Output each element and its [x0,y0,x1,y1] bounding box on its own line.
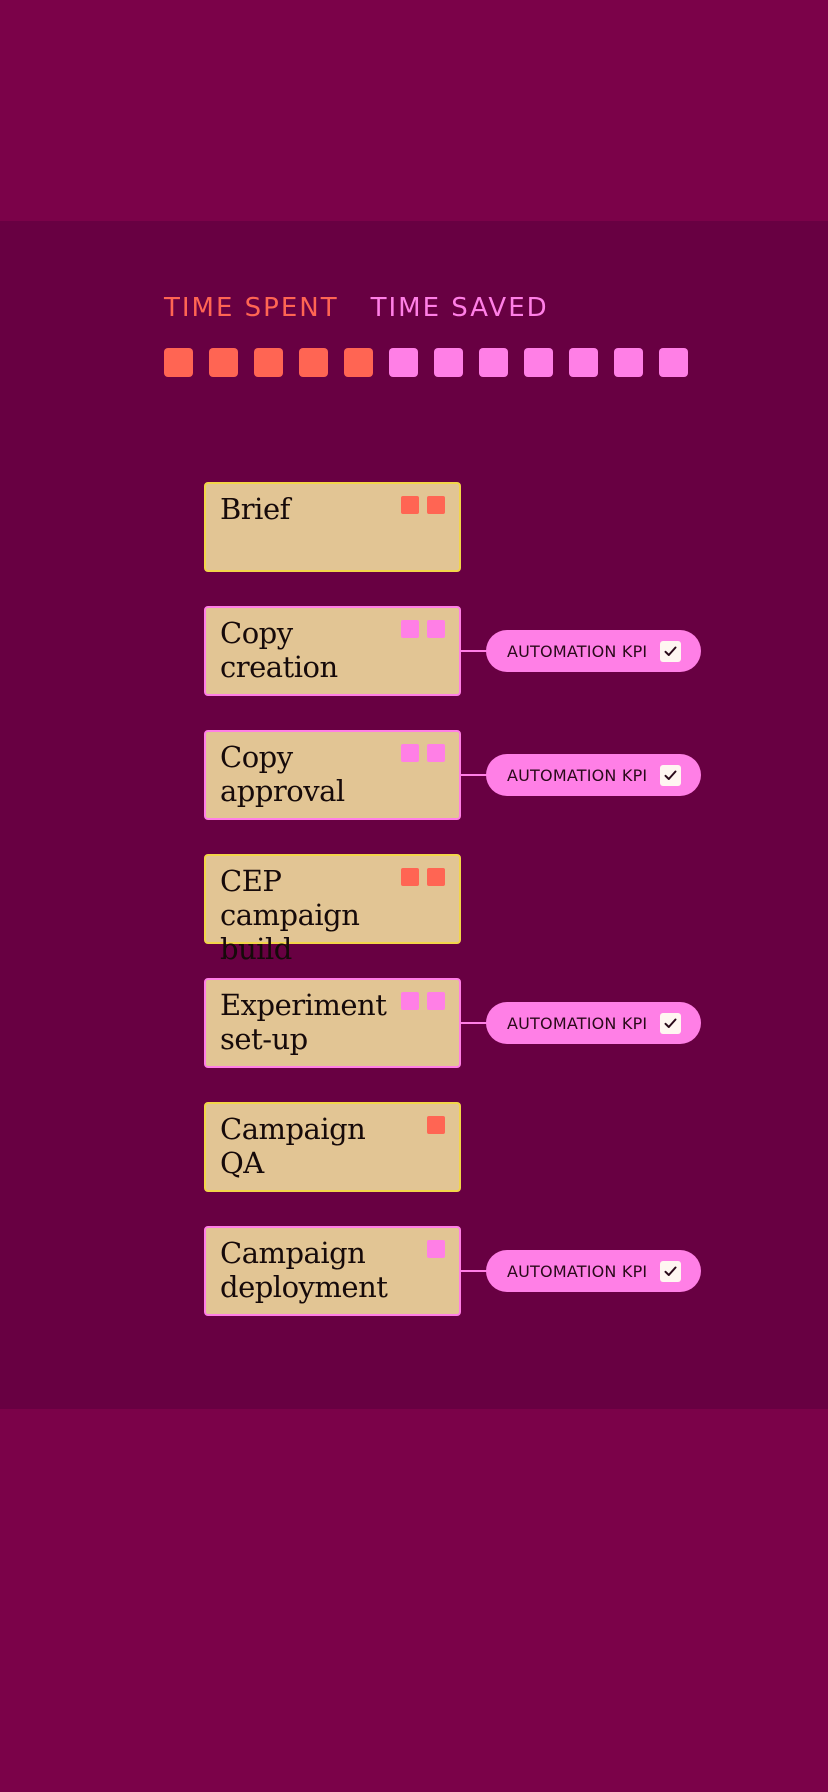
automation-kpi-label: AUTOMATION KPI [507,641,648,661]
checkmark-icon [660,1013,681,1034]
legend: TIME SPENT TIME SAVED [164,290,704,377]
time-spent-square [164,348,193,377]
time-saved-square [479,348,508,377]
time-spent-square [344,348,373,377]
time-saved-square [401,620,419,638]
checkmark-icon [660,1261,681,1282]
automation-kpi-badge: AUTOMATION KPI [486,1002,701,1044]
time-saved-square [434,348,463,377]
step-time-squares [427,1240,445,1258]
step-title-line: Experiment [220,988,387,1022]
kpi-connector-line [461,1022,491,1024]
automation-kpi-badge: AUTOMATION KPI [486,754,701,796]
step-title-line: Campaign [220,1112,366,1146]
time-saved-square [427,1240,445,1258]
automation-kpi-label: AUTOMATION KPI [507,1261,648,1281]
time-spent-square [427,868,445,886]
time-spent-square [401,496,419,514]
step-time-squares [401,620,445,638]
kpi-connector-line [461,650,491,652]
step-time-squares [427,1116,445,1134]
checkmark-icon [660,765,681,786]
time-saved-square [427,992,445,1010]
time-saved-square [614,348,643,377]
step-title-line: Brief [220,492,290,526]
step-time-squares [401,868,445,886]
step-title-line: QA [220,1146,264,1180]
step-title-line: deployment [220,1270,388,1304]
step-time-squares [401,496,445,514]
step-time-squares [401,992,445,1010]
step-title-line: Copy [220,616,293,650]
kpi-connector-line [461,1270,491,1272]
time-saved-square [524,348,553,377]
time-spent-square [427,1116,445,1134]
step-title-line: Campaign [220,1236,366,1270]
checkmark-icon [660,641,681,662]
time-saved-square [427,620,445,638]
legend-time-spent-label: TIME SPENT [164,293,339,323]
step-title-line: approval [220,774,345,808]
time-spent-square [299,348,328,377]
time-saved-square [401,744,419,762]
legend-time-saved-label: TIME SAVED [370,293,549,323]
step-title-line: set-up [220,1022,308,1056]
process-step: Brief [204,482,724,572]
step-title-line: Copy [220,740,293,774]
time-saved-square [401,992,419,1010]
time-saved-square [389,348,418,377]
automation-kpi-badge: AUTOMATION KPI [486,630,701,672]
step-title-line: creation [220,650,338,684]
automation-kpi-badge: AUTOMATION KPI [486,1250,701,1292]
kpi-connector-line [461,774,491,776]
time-saved-square [427,744,445,762]
automation-kpi-label: AUTOMATION KPI [507,765,648,785]
step-title: Brief [220,492,410,526]
legend-squares [164,348,704,377]
time-spent-square [427,496,445,514]
step-title-line: CEP [220,864,282,898]
step-card: Brief [204,482,461,572]
time-saved-square [569,348,598,377]
time-spent-square [209,348,238,377]
step-title-line: campaign build [220,898,360,966]
time-spent-square [254,348,283,377]
legend-labels: TIME SPENT TIME SAVED [164,290,704,326]
step-time-squares [401,744,445,762]
time-spent-square [401,868,419,886]
time-saved-square [659,348,688,377]
automation-kpi-label: AUTOMATION KPI [507,1013,648,1033]
